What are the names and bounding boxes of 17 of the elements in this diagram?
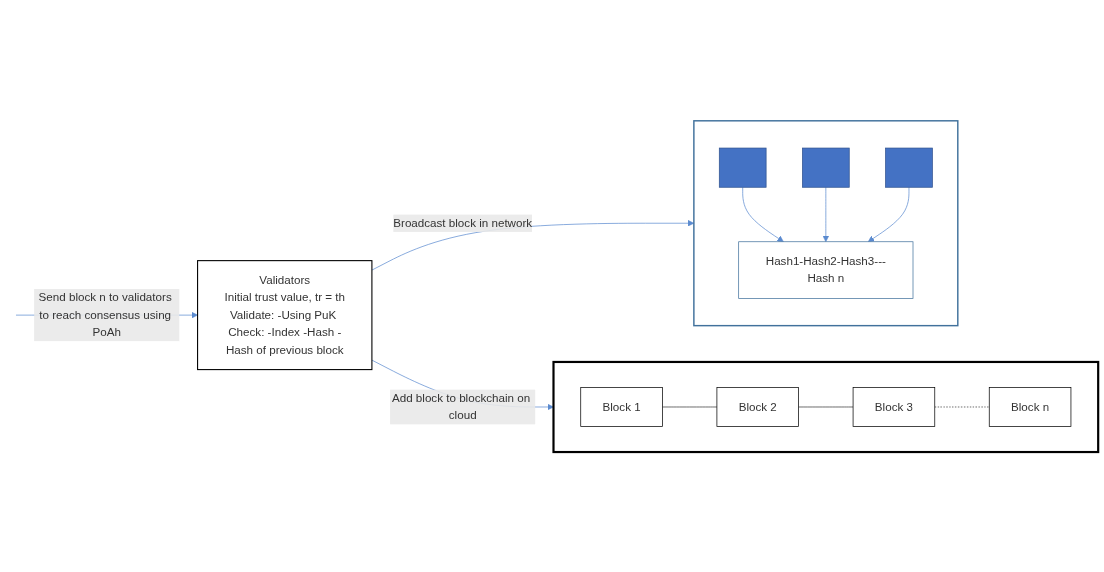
- node-box: Block 1: [580, 386, 663, 427]
- node-box: Hash1-Hash2-Hash3---Hash n: [738, 240, 914, 299]
- node-box: [885, 147, 933, 188]
- node-box: Validators Initial trust value, tr = th Validate: -Using PuK Check: -Index -Hash -Hash of previous block: [197, 259, 373, 370]
- edge-label: Add block to blockchain on cloud: [391, 391, 531, 422]
- connector: [662, 406, 718, 407]
- node-box: Block 2: [716, 386, 799, 427]
- node-box: [718, 147, 767, 188]
- connector: [934, 406, 990, 407]
- node-box: Block 3: [852, 386, 936, 427]
- connector: [798, 406, 854, 407]
- node-box: Block n: [988, 386, 1072, 427]
- edge-label: Send block n to validators to reach consensus using PoAh: [38, 290, 172, 338]
- edge-label: Broadcast block in network: [393, 216, 533, 229]
- cluster: [552, 360, 1100, 453]
- node-box: [802, 147, 850, 188]
- cluster: [693, 119, 959, 326]
